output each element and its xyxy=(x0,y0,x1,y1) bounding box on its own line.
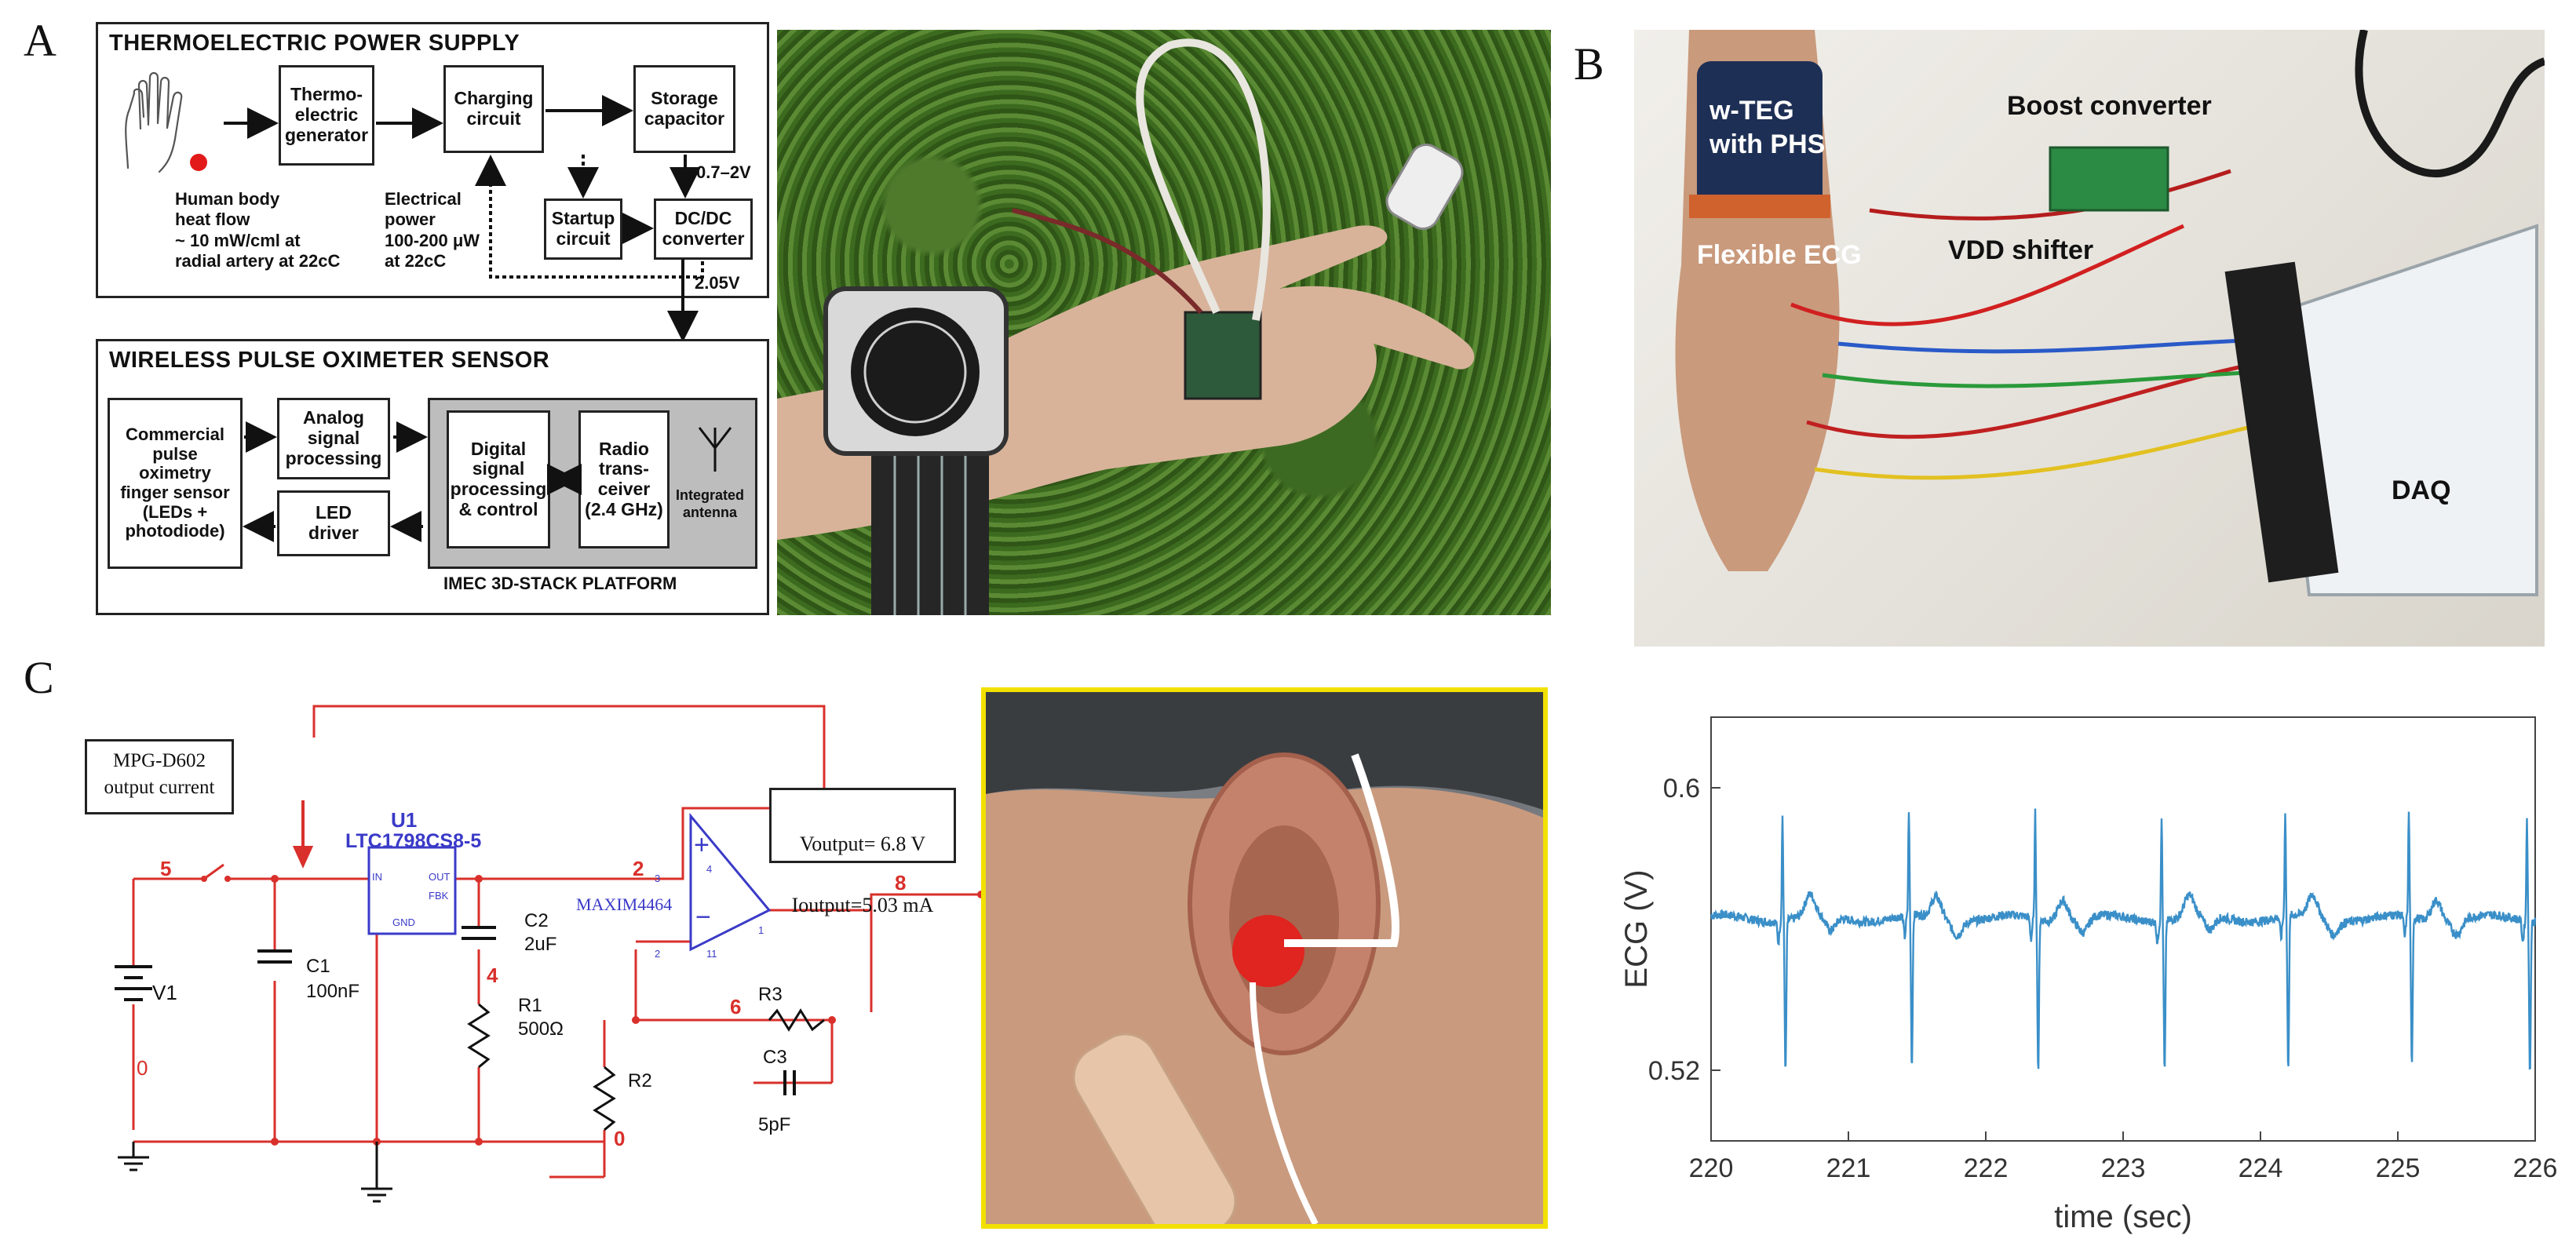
label-r1-value: 500Ω xyxy=(518,1018,564,1040)
u1-pin-out: OUT xyxy=(429,871,451,883)
x-tick-label: 225 xyxy=(2376,1153,2421,1183)
output-voltage: Voutput= 6.8 V xyxy=(799,833,926,855)
u1-part: LTC1798CS8-5 xyxy=(345,830,482,852)
sensor-title: WIRELESS PULSE OXIMETER SENSOR xyxy=(109,348,550,373)
voltage-note-2: 2.05V xyxy=(695,273,740,293)
dsp-block: Digital signal processing & control xyxy=(447,410,550,548)
label-flexible-ecg: Flexible ECG xyxy=(1697,240,1862,270)
teg-block: Thermo- electric generator xyxy=(279,65,374,166)
node-0-right: 0 xyxy=(614,1127,626,1150)
y-tick-label: 0.6 xyxy=(1663,774,1700,803)
opamp-minus: − xyxy=(695,902,711,932)
y-tick-label: 0.52 xyxy=(1648,1056,1700,1086)
hand-icon xyxy=(125,71,207,173)
source-box: MPG-D602 output current xyxy=(85,739,234,814)
antenna-icon xyxy=(698,427,732,472)
panel-label-b: B xyxy=(1574,38,1604,89)
analog-block: Analog signal processing xyxy=(277,398,390,479)
radio-block: Radio trans- ceiver (2.4 GHz) xyxy=(578,410,670,548)
heat-flow-note: Human body heat flow ~ 10 mW/cml at radi… xyxy=(175,189,341,271)
finger-sensor-block: Commercial pulse oximetry finger sensor … xyxy=(108,398,243,569)
pin-3: 3 xyxy=(655,873,661,884)
photo-ear-sensor xyxy=(981,687,1548,1229)
plot-area xyxy=(1710,716,2536,1142)
x-tick-label: 226 xyxy=(2513,1153,2558,1183)
panel-label-a: A xyxy=(24,15,57,66)
node-4: 4 xyxy=(487,964,498,987)
label-c1-value: 100nF xyxy=(306,981,360,1002)
photo-wrist-device xyxy=(777,30,1551,615)
x-tick-label: 224 xyxy=(2238,1153,2283,1183)
node-0-left: 0 xyxy=(137,1056,148,1080)
led-driver-block: LED driver xyxy=(277,490,390,556)
photo-ear-illustration xyxy=(986,692,1543,1224)
u1-pin-gnd: GND xyxy=(392,916,415,928)
x-axis-label: time (sec) xyxy=(2054,1200,2192,1234)
x-tick-label: 222 xyxy=(1964,1153,2009,1183)
output-box: Voutput= 6.8 V Ioutput=5.03 mA xyxy=(769,788,956,916)
power-supply-title: THERMOELECTRIC POWER SUPPLY xyxy=(109,31,520,56)
opamp-plus: + xyxy=(694,830,710,860)
y-axis-label: ECG (V) xyxy=(1619,869,1654,988)
pin-1: 1 xyxy=(758,924,764,936)
label-v1: V1 xyxy=(152,981,177,1004)
label-c3-value: 5pF xyxy=(758,1114,791,1135)
label-boost-converter: Boost converter xyxy=(2007,91,2212,121)
node-2: 2 xyxy=(633,857,644,880)
sensor-arrows xyxy=(243,421,582,542)
startup-block: Startup circuit xyxy=(544,199,622,260)
ecg-chart: 220 221 222 223 224 225 226 0.52 0.6 ECG (V) ti… xyxy=(1619,716,2558,1234)
circuit-schematic xyxy=(115,705,985,1203)
u1-pin-fbk: FBK xyxy=(429,890,449,902)
pin-2: 2 xyxy=(655,948,661,960)
output-current: Ioutput=5.03 mA xyxy=(791,894,934,916)
label-daq: DAQ xyxy=(2392,475,2451,505)
electrical-power-note: Electrical power 100-200 μW at 22cC xyxy=(385,189,480,271)
voltage-note-1: 0.7–2V xyxy=(696,162,751,182)
label-c1: C1 xyxy=(306,956,330,977)
photo-wrist-illustration xyxy=(777,38,1475,615)
node-5: 5 xyxy=(160,857,172,880)
node-6: 6 xyxy=(730,995,742,1018)
label-c3: C3 xyxy=(763,1047,787,1068)
label-r2: R2 xyxy=(628,1070,652,1091)
sensor-frame: WIRELESS PULSE OXIMETER SENSOR Commercia… xyxy=(96,339,769,615)
pin-11: 11 xyxy=(706,948,717,960)
supply-connector xyxy=(667,259,699,342)
label-wteg: w-TEG with PHS xyxy=(1709,96,1826,159)
antenna-label: Integrated antenna xyxy=(676,487,745,520)
node-8: 8 xyxy=(895,871,907,894)
panel-label-c: C xyxy=(24,652,54,703)
platform-label: IMEC 3D-STACK PLATFORM xyxy=(443,574,677,593)
x-tick-label: 221 xyxy=(1826,1153,1871,1183)
u1-pin-in: IN xyxy=(372,871,382,883)
photo-teg-illustration xyxy=(1675,30,2545,596)
power-arrows xyxy=(224,95,704,279)
label-vdd-shifter: VDD shifter xyxy=(1948,235,2094,265)
u1-ref: U1 xyxy=(391,808,418,832)
dcdc-block: DC/DC converter xyxy=(654,199,753,260)
label-r3: R3 xyxy=(758,984,783,1005)
label-c2: C2 xyxy=(524,910,549,931)
charging-block: Charging circuit xyxy=(443,65,544,153)
x-tick-label: 220 xyxy=(1689,1153,1734,1183)
photo-teg-setup: w-TEG with PHS Boost converter Flexible … xyxy=(1634,30,2545,647)
pin-4: 4 xyxy=(706,863,713,875)
label-r1: R1 xyxy=(518,995,542,1016)
label-c2-value: 2uF xyxy=(524,934,557,955)
storage-block: Storage capacitor xyxy=(633,65,735,153)
power-supply-frame: THERMOELECTRIC POWER SUPPLY Thermo- elec… xyxy=(96,22,769,298)
ecg-series-line xyxy=(1710,808,2537,1070)
opamp-label: MAXIM4464 xyxy=(576,894,673,914)
x-tick-label: 223 xyxy=(2101,1153,2146,1183)
